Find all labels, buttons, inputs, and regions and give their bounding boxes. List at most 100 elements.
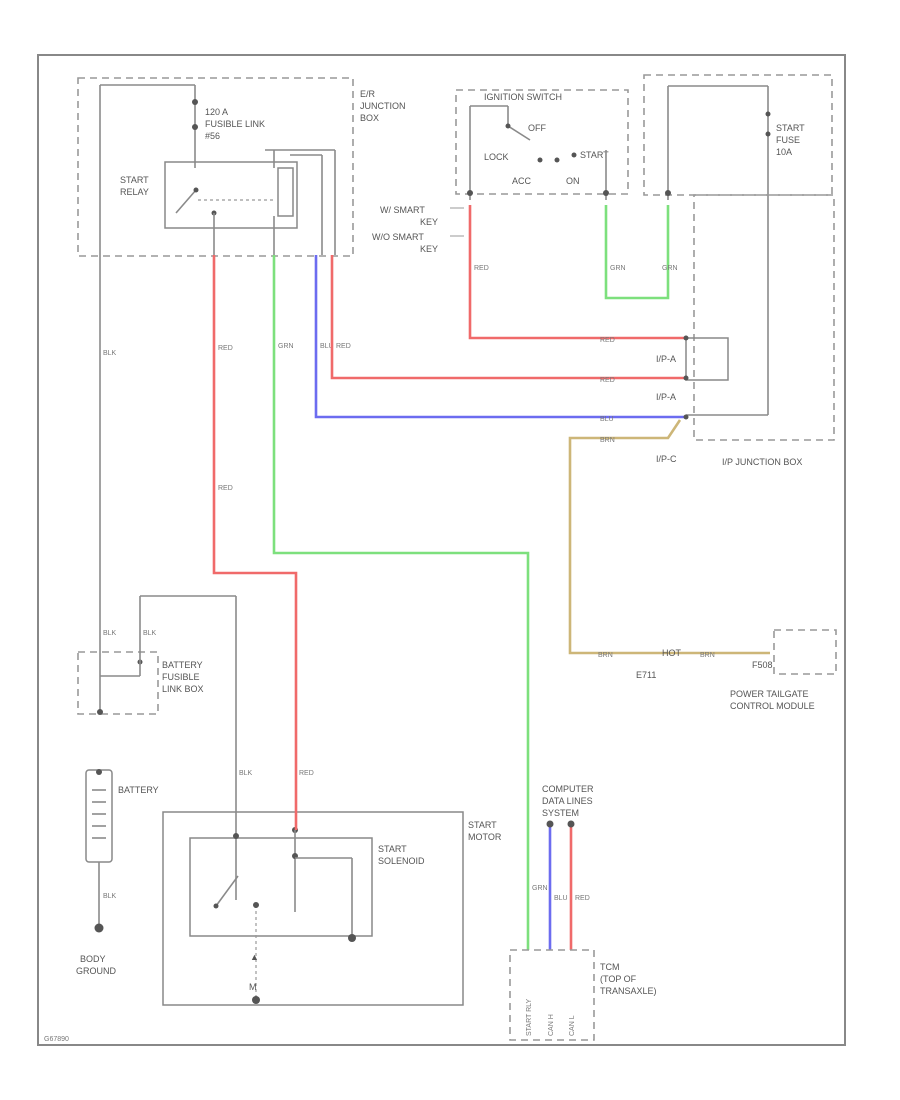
switch-pos-start: START xyxy=(580,150,609,160)
green-wire-on-loop xyxy=(604,205,670,300)
ignition-switch-label: IGNITION SWITCH xyxy=(484,92,562,102)
green-wire-start-rly xyxy=(272,255,530,950)
battery-symbol xyxy=(85,769,113,863)
start-motor-label: MOTOR xyxy=(468,832,502,842)
solenoid-contact xyxy=(215,875,239,907)
fusible-link-label: FUSIBLE LINK xyxy=(205,119,265,129)
tcm-pin: START RLY xyxy=(526,998,533,1036)
start-solenoid-label: START xyxy=(378,844,407,854)
connector-ip-c: I/P-C xyxy=(656,454,677,464)
ignition-switch-contact xyxy=(507,125,531,141)
wire-code: RED xyxy=(474,265,489,272)
connector-f508: F508 xyxy=(752,660,773,670)
wire-code: RED xyxy=(299,770,314,777)
start-relay-label: RELAY xyxy=(120,187,149,197)
wire-code: BLK xyxy=(103,350,117,357)
start-fuse-label: START xyxy=(776,123,805,133)
body-ground-label: GROUND xyxy=(76,966,116,976)
wire-code: BLK xyxy=(239,770,253,777)
battery-fusible-link-box-label: LINK BOX xyxy=(162,684,204,694)
motor-arrow: ▲ xyxy=(250,952,259,962)
ip-junction-box xyxy=(693,194,835,441)
data-line-dot xyxy=(546,820,554,828)
yellow-wire xyxy=(568,419,770,655)
ignition-switch-dot xyxy=(537,157,543,163)
wire-code: RED xyxy=(218,345,233,352)
power-tailgate-module xyxy=(773,629,837,675)
start-fuse-dot xyxy=(765,111,771,117)
wire-code: BLU xyxy=(600,416,614,423)
tcm-box xyxy=(509,949,595,1041)
ip-dot xyxy=(683,414,689,420)
solenoid-dot xyxy=(348,934,356,942)
motor-terminal xyxy=(252,996,260,1004)
smart-key-label: KEY xyxy=(420,217,438,227)
power-tailgate-label: POWER TAILGATE xyxy=(730,689,809,699)
ip-dot xyxy=(683,375,689,381)
solenoid-dot xyxy=(213,903,219,909)
body-ground-dot xyxy=(94,923,104,933)
wire-code: RED xyxy=(336,343,351,350)
battery-fusible-link-box-label: BATTERY xyxy=(162,660,203,670)
start-relay-contact xyxy=(175,189,197,214)
start-solenoid-label: SOLENOID xyxy=(378,856,425,866)
fusible-link-label: #56 xyxy=(205,131,220,141)
battery-fusible-link-box-label: FUSIBLE xyxy=(162,672,200,682)
smart-key-label: KEY xyxy=(420,244,438,254)
er-junction-box-label: JUNCTION xyxy=(360,101,406,111)
red-wire-ip xyxy=(330,255,686,380)
data-line-dot xyxy=(567,820,575,828)
fusible-link-dot xyxy=(192,99,198,105)
bflb-dot xyxy=(97,709,103,715)
start-motor xyxy=(162,811,464,1006)
ignition-switch-dot xyxy=(467,190,473,196)
start-fuse-label: FUSE xyxy=(776,135,800,145)
computer-data-lines-label: DATA LINES xyxy=(542,796,593,806)
er-junction-box-label: BOX xyxy=(360,113,379,123)
start-motor-label: START xyxy=(468,820,497,830)
battery-terminal xyxy=(96,769,102,775)
diagram-frame xyxy=(37,54,846,1046)
computer-data-lines-label: COMPUTER xyxy=(542,784,594,794)
tcm-label: TRANSAXLE) xyxy=(600,986,657,996)
start-fuse-box xyxy=(643,74,833,196)
battery-fusible-link-box xyxy=(77,651,159,715)
ignition-switch-dot xyxy=(571,152,577,158)
wire-code: RED xyxy=(600,377,615,384)
hot-label: HOT xyxy=(662,648,682,658)
ignition-switch-dot xyxy=(505,123,511,129)
switch-pos-acc: ACC xyxy=(512,176,532,186)
wire-code: GRN xyxy=(278,343,294,350)
battery-label: BATTERY xyxy=(118,785,159,795)
smart-key-label: W/O SMART xyxy=(372,232,424,242)
wire-code: GRN xyxy=(532,885,548,892)
start-relay xyxy=(164,161,298,229)
fusible-link-dot xyxy=(192,124,198,130)
diagram-id: G67890 xyxy=(44,1036,69,1043)
wire-code: BLU xyxy=(554,895,568,902)
wire-code: BLK xyxy=(143,630,157,637)
blue-wire xyxy=(314,255,686,419)
wire-code: BLK xyxy=(103,630,117,637)
ip-junction-box-label: I/P JUNCTION BOX xyxy=(722,457,802,467)
tcm-label: (TOP OF xyxy=(600,974,637,984)
start-fuse-dot xyxy=(765,131,771,137)
tcm-pin: CAN H xyxy=(548,1014,555,1036)
connector-ip-a: I/P-A xyxy=(656,354,676,364)
wire-code: BLK xyxy=(103,893,117,900)
fusible-link-label: 120 A xyxy=(205,107,228,117)
power-tailgate-label: CONTROL MODULE xyxy=(730,701,815,711)
ip-dot xyxy=(683,335,689,341)
start-relay-dot xyxy=(193,187,199,193)
ignition-switch xyxy=(455,89,629,195)
red-wire-start-signal xyxy=(212,255,298,830)
connector-e711: E711 xyxy=(636,670,656,680)
start-relay-coil xyxy=(277,167,294,217)
switch-pos-off: OFF xyxy=(528,123,546,133)
er-junction-box-label: E/R xyxy=(360,89,376,99)
wire-code: BLU xyxy=(320,343,334,350)
ignition-switch-dot xyxy=(554,157,560,163)
red-wire-ignition xyxy=(468,205,686,340)
switch-pos-lock: LOCK xyxy=(484,152,509,162)
